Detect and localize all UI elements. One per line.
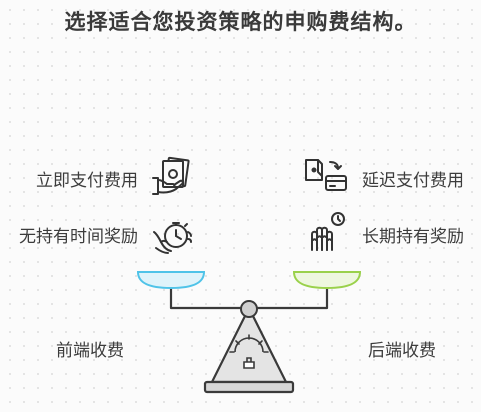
stopwatch-in-hand-icon (153, 222, 192, 254)
no-holding-reward-label: 无持有时间奖励 (19, 227, 138, 247)
back-end-load-caption: 后端收费 (368, 341, 436, 361)
immediate-fee-label: 立即支付费用 (36, 171, 138, 191)
deferred-fee-label: 延迟支付费用 (362, 171, 464, 191)
clock-fingers-icon (311, 212, 345, 251)
page-title: 选择适合您投资策略的申购费结构。 (64, 10, 417, 34)
wallet-to-card-icon (305, 159, 347, 191)
right-pan (292, 271, 362, 290)
cash-in-hand-icon (152, 156, 190, 195)
front-end-load-caption: 前端收费 (56, 341, 124, 361)
left-pan (136, 271, 206, 290)
scale-stand (203, 300, 295, 394)
long-term-reward-label: 长期持有奖励 (362, 227, 464, 247)
